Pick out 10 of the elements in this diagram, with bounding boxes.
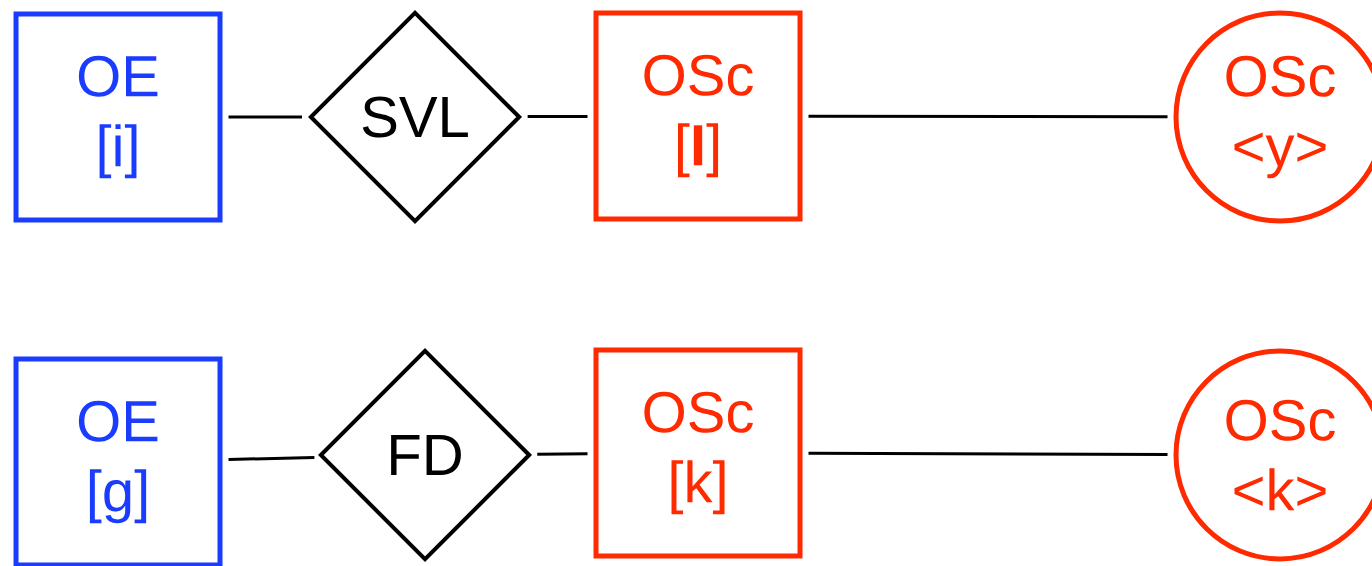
connector-line	[808, 451, 1168, 457]
entity-box: OSc [k]	[593, 347, 803, 559]
connector-line	[527, 114, 588, 119]
entity-box: OE [g]	[13, 356, 223, 566]
entity-box: OE [i]	[13, 11, 223, 223]
entity-box: OSc [I]	[593, 10, 803, 222]
connector-line	[808, 114, 1168, 119]
connector-line	[537, 452, 588, 456]
connector-line	[228, 456, 315, 461]
connector-line	[228, 115, 302, 119]
